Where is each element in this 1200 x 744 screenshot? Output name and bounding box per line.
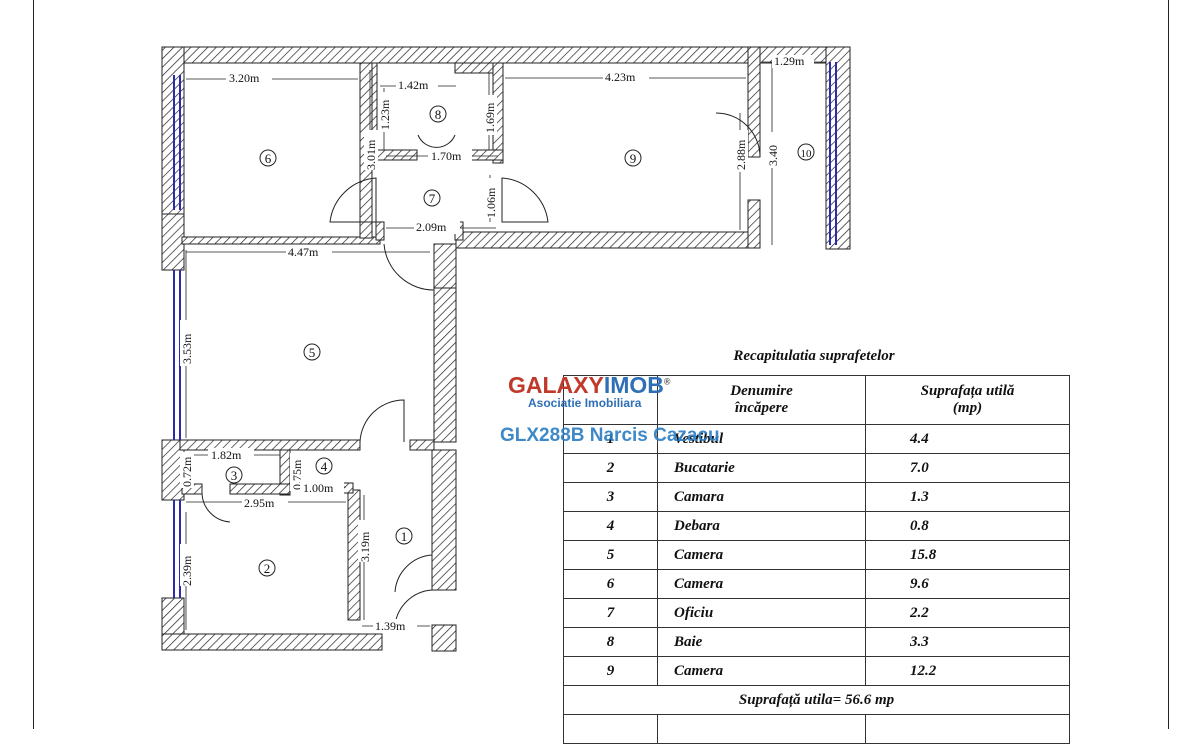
dim-label: 1.23m xyxy=(378,99,392,130)
room-number-5: 5 xyxy=(309,345,316,360)
dim-label: 1.69m xyxy=(483,102,497,133)
galaxy-imob-logo: GALAXYIMOB® Asociatie Imobiliara xyxy=(508,372,671,410)
logo-subtitle: Asociatie Imobiliara xyxy=(528,396,642,410)
dimension-labels: 3.20m 1.42m 4.23m 1.29m 1.23m 1.69m 3.01… xyxy=(180,54,814,633)
summary-title: Recapitulatia suprafetelor xyxy=(733,348,895,364)
dim-label: 2.88m xyxy=(734,139,748,170)
dim-label: 1.29m xyxy=(774,54,805,68)
total-row: Suprafață utila= 56.6 mp xyxy=(563,685,1070,715)
room-number-8: 8 xyxy=(435,107,442,122)
room-number-4: 4 xyxy=(321,459,328,474)
dim-label: 3.01m xyxy=(364,139,378,170)
dim-label: 0.72m xyxy=(180,456,194,487)
room-number-6: 6 xyxy=(265,151,272,166)
dim-label: 1.39m xyxy=(375,619,406,633)
room-number-2: 2 xyxy=(264,561,271,576)
dim-label: 1.06m xyxy=(484,187,498,218)
dim-label: 3.53m xyxy=(180,333,194,364)
dim-label: 2.95m xyxy=(244,496,275,510)
room-markers xyxy=(225,105,815,577)
right-frame-line xyxy=(1168,0,1169,729)
room-number-1: 1 xyxy=(401,529,408,544)
dim-label: 1.42m xyxy=(398,78,429,92)
dim-label: 1.82m xyxy=(211,448,242,462)
room-number-9: 9 xyxy=(630,151,637,166)
total-area: Suprafață utila= 56.6 mp xyxy=(563,685,1070,715)
dim-label: 1.70m xyxy=(431,149,462,163)
windows xyxy=(173,62,837,598)
left-frame-line xyxy=(33,0,34,729)
dim-label: 3.19m xyxy=(358,531,372,562)
dim-label: 3.20m xyxy=(229,71,260,85)
door-swings xyxy=(201,112,761,626)
room-number-7: 7 xyxy=(429,191,436,206)
dim-label: 2.39m xyxy=(180,555,194,586)
listing-watermark: GLX288B Narcis Cazacu xyxy=(500,425,720,446)
header-area: Suprafața utilă(mp) xyxy=(865,375,1070,425)
dim-label: 4.23m xyxy=(605,70,636,84)
dim-label: 2.09m xyxy=(416,220,447,234)
header-nr xyxy=(563,375,658,425)
room-number-10: 10 xyxy=(801,148,813,160)
floor-plan: 3.20m 1.42m 4.23m 1.29m 1.23m 1.69m 3.01… xyxy=(161,46,851,652)
dim-label: 4.47m xyxy=(288,245,319,259)
dim-label: 1.00m xyxy=(303,481,334,495)
dim-label: 3.40 xyxy=(766,145,780,166)
room-numbers: 6 8 7 9 10 5 3 4 1 2 xyxy=(231,107,812,576)
room-number-3: 3 xyxy=(231,468,238,483)
table-row-cutoff xyxy=(563,714,1070,744)
